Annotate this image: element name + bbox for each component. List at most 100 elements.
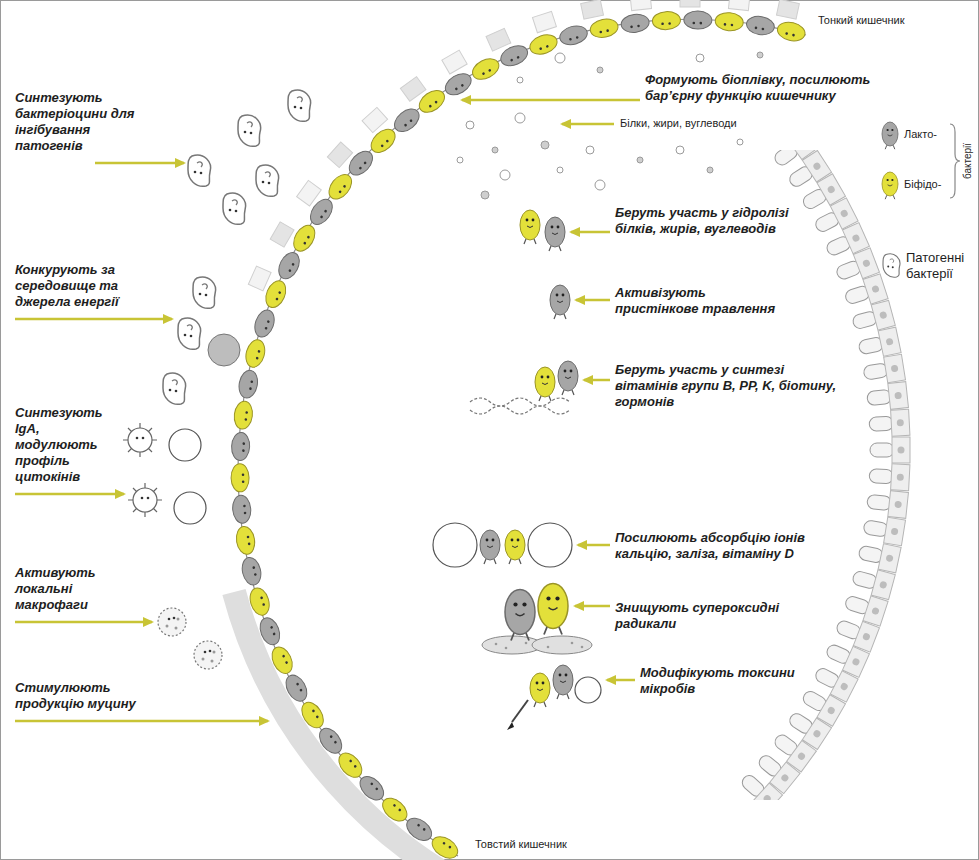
function-label: Беруть участь у синтезі вітамінів групи … — [615, 362, 850, 410]
lacto-bacterium — [558, 361, 578, 395]
mucus-block — [581, 0, 604, 19]
leader-arrows — [15, 100, 640, 721]
gut-wall — [238, 19, 806, 856]
radical-dot — [495, 643, 498, 646]
function-label: Синтезують IgA, модулюють профіль цитокі… — [15, 405, 110, 485]
mucus-blocks — [248, 0, 799, 291]
villus-cell — [870, 437, 910, 463]
villus-cell — [842, 589, 888, 626]
bifido-bacterium — [247, 586, 272, 618]
nutrient-dot — [737, 139, 743, 145]
villus-cell — [869, 409, 910, 437]
mucus-block — [728, 0, 750, 11]
nutrient-dot — [481, 191, 489, 199]
nutrient-dot — [676, 146, 684, 154]
mucus-block — [327, 142, 352, 168]
nutrient-dot — [457, 157, 463, 163]
radical-dot — [547, 646, 550, 649]
bifido-bacterium — [530, 673, 550, 707]
function-label: Беруть участь у гідролізі білків, жирів,… — [615, 205, 795, 237]
lacto-bacterium — [558, 23, 590, 48]
epithelium — [735, 150, 910, 800]
legend-label: Лакто- — [904, 128, 937, 141]
lacto-bacterium — [390, 104, 423, 136]
lacto-bacterium — [620, 13, 650, 34]
bifido-bacterium — [233, 400, 254, 430]
bifido-bacterium — [367, 125, 400, 157]
radical-dots — [495, 642, 584, 650]
mucus-block — [442, 50, 467, 74]
lacto-bacterium — [345, 147, 377, 180]
function-label: Активізують пристінкове травлення — [615, 285, 790, 317]
leader-arrow — [15, 318, 172, 321]
immune-cell — [128, 483, 162, 517]
bifido-bacterium — [243, 338, 268, 370]
villus-cell — [833, 613, 880, 652]
immune-cell — [123, 423, 157, 457]
pathogen — [188, 155, 211, 186]
bifido-bacterium — [324, 170, 356, 203]
leader-arrow — [15, 493, 124, 496]
mucus-block — [486, 28, 511, 51]
lacto-bacterium — [550, 285, 570, 319]
bifido-bacterium — [428, 832, 461, 860]
lacto-bacterium — [251, 307, 277, 339]
radical-disc — [532, 636, 592, 654]
competing-cell — [208, 334, 240, 366]
leader-arrow — [462, 99, 640, 102]
iga-circle — [174, 492, 206, 524]
nutrient-dot — [637, 157, 643, 163]
macrophage — [158, 608, 186, 636]
lacto-bacterium — [275, 249, 304, 282]
bifido-bacterium — [289, 222, 319, 255]
bifido-bacterium — [231, 464, 249, 492]
pathogen — [163, 373, 186, 404]
mucus-band — [234, 592, 513, 860]
ion-circle — [528, 523, 572, 567]
bifido-bacterium — [776, 20, 807, 44]
leader-arrow — [15, 720, 268, 723]
nutrient-dot — [517, 77, 523, 83]
mucus-block — [532, 11, 556, 32]
villus-cell — [862, 354, 906, 386]
bifido-bacterium — [505, 530, 525, 564]
nutrient-dot — [555, 53, 565, 63]
leader-arrow — [15, 621, 152, 624]
mucus-block — [680, 0, 700, 7]
function-label: Посилюють абсорбцію іонів кальцію, заліз… — [615, 530, 845, 562]
legend-label: Патогенні бактерії — [906, 250, 976, 282]
villus-cell — [735, 768, 782, 800]
bifido-bacterium — [538, 584, 568, 635]
function-label: Стимулюють продукцію муцину — [15, 680, 150, 712]
bifido-bacterium — [589, 17, 620, 40]
lacto-bacterium — [545, 217, 565, 251]
brush-handle — [512, 700, 528, 722]
lacto-bacterium — [282, 672, 311, 705]
mucus-block — [776, 0, 799, 19]
bifido-bacterium — [469, 55, 502, 84]
pathogen — [223, 193, 246, 224]
ion-circle — [433, 523, 477, 567]
nutrient-dot — [757, 52, 763, 58]
nutrient-label: Білки, жири, вуглеводи — [620, 117, 737, 130]
lacto-bacterium — [553, 665, 573, 699]
leader-arrow — [607, 679, 635, 682]
function-label: Конкурують за середовище та джерела енер… — [15, 262, 140, 310]
villus-cell — [850, 564, 895, 599]
bifido-bacterium — [262, 278, 290, 311]
bifido-bacterium — [652, 11, 681, 30]
leader-arrow — [576, 299, 610, 302]
lacto-bacterium — [231, 432, 250, 461]
lacto-bacterium — [232, 494, 252, 523]
nutrient-dot — [586, 146, 594, 154]
function-label: Знищують супероксидні радикали — [615, 600, 840, 632]
legend-pathogen-icon — [883, 254, 900, 277]
nutrient-dot — [557, 167, 563, 173]
villus-cell — [869, 463, 910, 491]
bifido-bacterium — [415, 86, 448, 117]
nutrient-dot — [696, 54, 704, 62]
function-label: Модифікують токсини мікробів — [640, 665, 800, 697]
vitamin-strand — [470, 406, 570, 414]
mucus-block — [270, 222, 294, 247]
brush-tip — [507, 722, 514, 730]
